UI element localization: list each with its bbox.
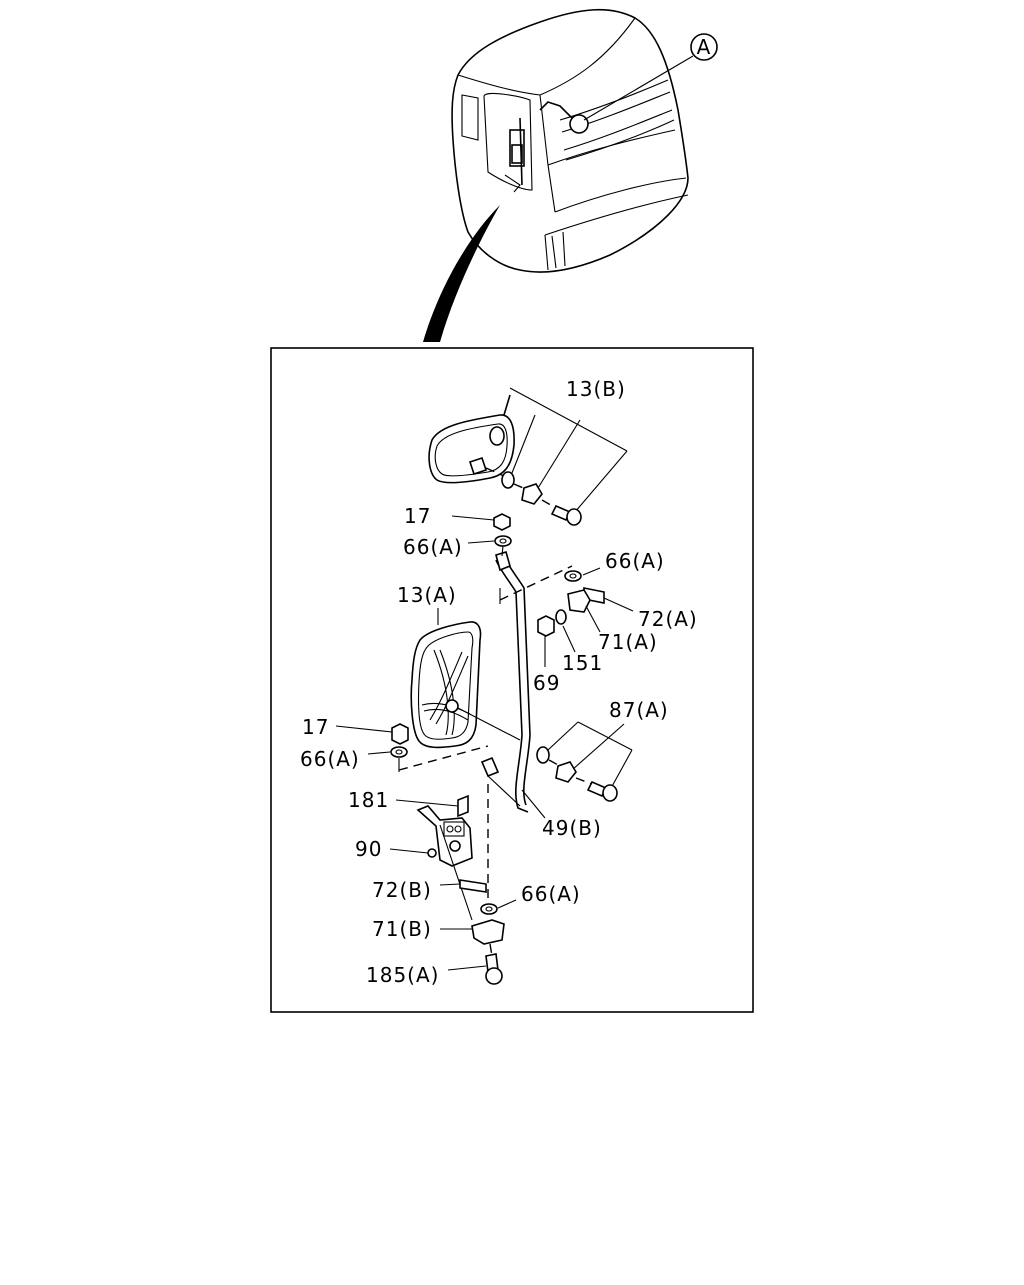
nut-69 <box>537 615 555 667</box>
callout-a-label: A <box>697 35 712 59</box>
leader-13b <box>509 387 628 513</box>
label-66a-3: 66(A) <box>300 747 360 771</box>
nut-17-top <box>451 513 511 531</box>
label-69: 69 <box>533 671 560 695</box>
label-17-top: 17 <box>404 504 431 528</box>
label-90: 90 <box>355 837 382 861</box>
washer-66a-4 <box>480 899 517 915</box>
washer-66a-3 <box>367 745 489 772</box>
plate-72b <box>439 784 489 905</box>
arm-lower-end <box>480 756 546 819</box>
hw-13b <box>485 467 582 526</box>
label-71b: 71(B) <box>372 917 432 941</box>
zoom-pointer <box>423 205 500 342</box>
nut-17-mid <box>335 723 409 745</box>
washer-66a-2 <box>564 567 601 582</box>
label-66a-4: 66(A) <box>521 882 581 906</box>
bracket-72a <box>583 587 634 612</box>
washer-151 <box>555 609 576 653</box>
mirror-13a <box>410 608 521 749</box>
label-66a-1: 66(A) <box>403 535 463 559</box>
clamp-71b <box>440 919 505 945</box>
clamp-71a <box>567 589 601 633</box>
arm-49b <box>495 545 573 813</box>
washer-66a-1 <box>467 535 512 547</box>
label-151: 151 <box>562 651 603 675</box>
bolt-185a <box>447 943 503 985</box>
label-66a-2: 66(A) <box>605 549 665 573</box>
clamp-90 <box>389 805 473 921</box>
mirror-13b <box>428 394 515 484</box>
label-181: 181 <box>348 788 389 812</box>
detail-frame <box>270 347 754 1013</box>
label-13b: 13(B) <box>566 377 626 401</box>
label-17-mid: 17 <box>302 715 329 739</box>
hw-87a <box>536 721 633 802</box>
callout-a: A <box>583 33 718 121</box>
bracket-181 <box>395 794 469 818</box>
label-13a: 13(A) <box>397 583 457 607</box>
label-72a: 72(A) <box>638 607 698 631</box>
label-72b: 72(B) <box>372 878 432 902</box>
label-87a: 87(A) <box>609 698 669 722</box>
label-71a: 71(A) <box>598 630 658 654</box>
label-49b: 49(B) <box>542 816 602 840</box>
cab-overview <box>451 8 689 273</box>
label-185a: 185(A) <box>366 963 439 987</box>
